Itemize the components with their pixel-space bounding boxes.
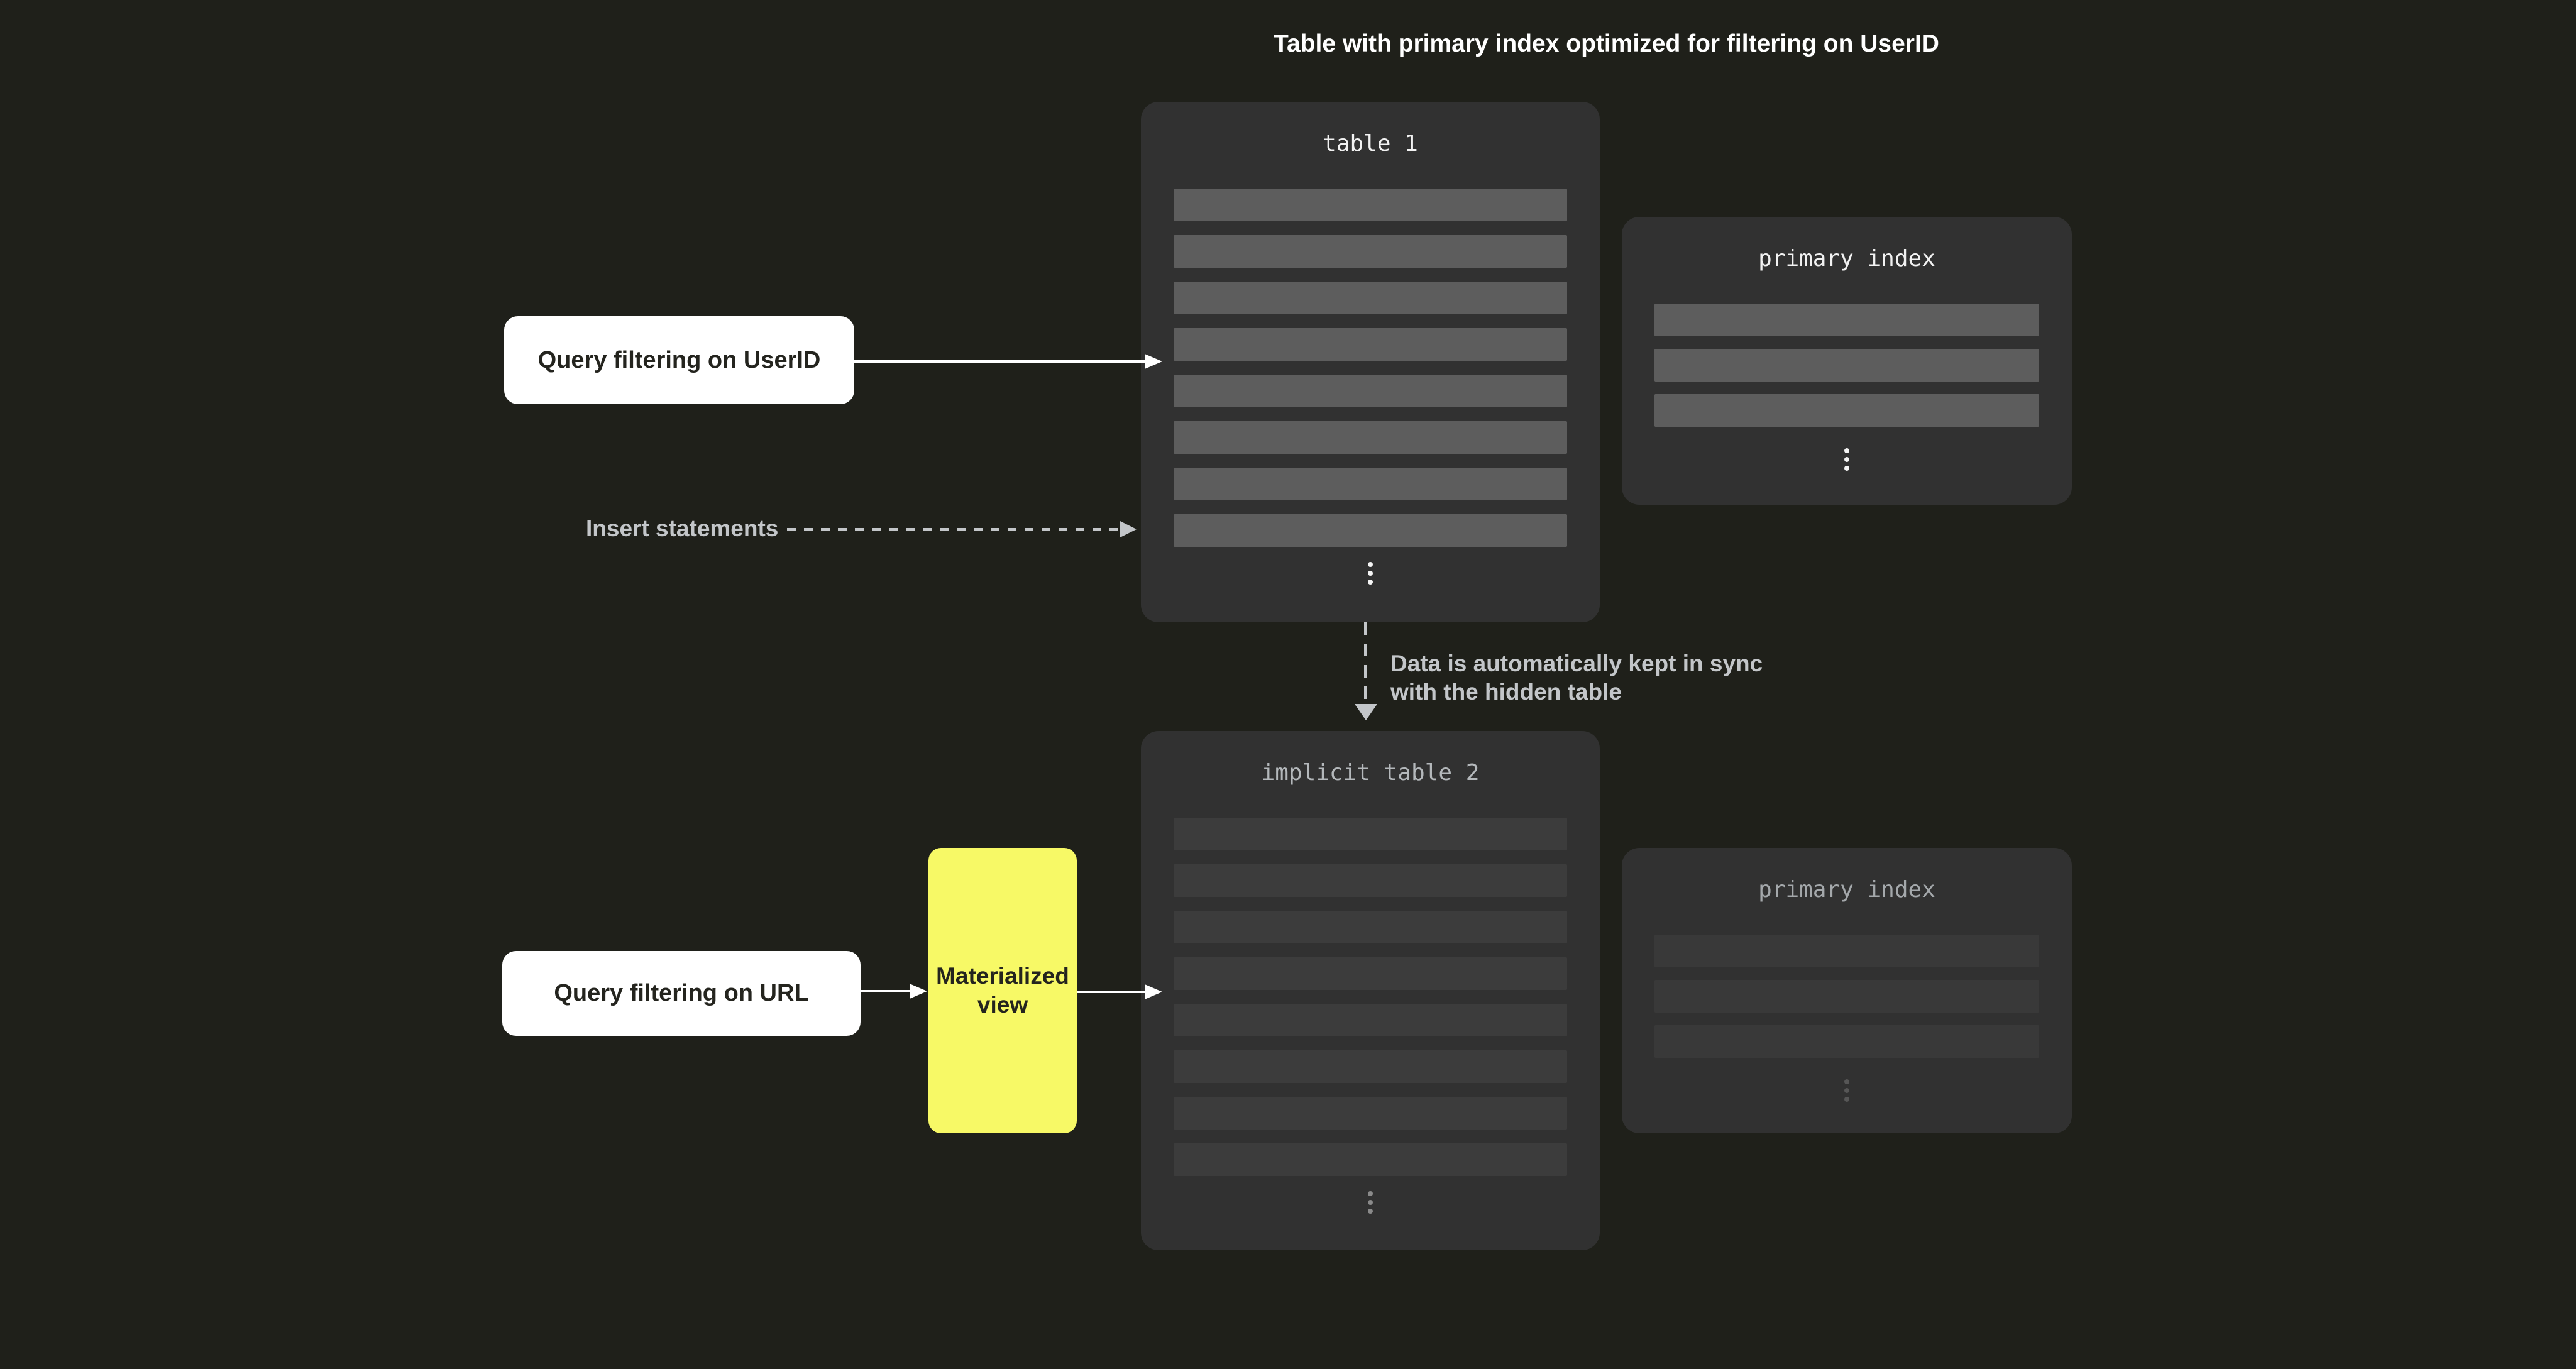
table-row [1174,235,1567,268]
table2-ellipsis-icon [1141,1191,1600,1214]
insert-statements-arrowhead-icon [1120,521,1137,537]
query-url-arrow-line [861,990,910,992]
table-row [1174,328,1567,361]
table-row [1174,421,1567,454]
primary-index-top-rows [1654,304,2039,427]
primary-index-top-panel: primary index [1622,217,2072,505]
insert-statements-label: Insert statements [586,515,779,541]
table-row [1174,514,1567,547]
top-caption: Table with primary index optimized for f… [1274,30,1939,57]
primary-index-bottom-title: primary index [1758,877,1935,903]
materialized-view-arrow-line [1077,991,1145,993]
table-row [1174,1050,1567,1083]
table-row [1654,394,2039,427]
sync-dashed-arrow-line [1364,622,1367,705]
table-row [1174,282,1567,314]
materialized-view-label-line2: view [977,992,1028,1018]
materialized-view-label-line1: Materialized [936,963,1069,989]
table-row [1174,1004,1567,1036]
table-row [1174,911,1567,943]
table-row [1174,818,1567,850]
table2-rows [1174,818,1567,1176]
table2-panel: implicit table 2 [1141,731,1600,1250]
materialized-view-arrowhead-icon [1145,984,1162,999]
primary-index-top-title: primary index [1758,246,1935,272]
primary-index-top-ellipsis-icon [1622,448,2072,471]
table-row [1654,980,2039,1013]
table2-title: implicit table 2 [1261,760,1480,786]
query-url-pill: Query filtering on URL [502,951,861,1036]
query-url-arrowhead-icon [910,984,927,999]
table-row [1174,375,1567,407]
table-row [1174,957,1567,990]
table-row [1174,864,1567,897]
table1-rows [1174,189,1567,547]
table-row [1174,1143,1567,1176]
table-row [1174,1097,1567,1130]
table-row [1654,304,2039,336]
sync-arrowhead-icon [1355,704,1377,720]
primary-index-bottom-ellipsis-icon [1622,1079,2072,1102]
primary-index-bottom-rows [1654,935,2039,1058]
table1-title: table 1 [1323,131,1418,157]
table-row [1174,468,1567,500]
query-userid-arrowhead-icon [1145,354,1162,369]
table-row [1654,1025,2039,1058]
materialized-view-box: Materialized view [928,848,1077,1133]
table1-ellipsis-icon [1141,562,1600,585]
sync-note-line1: Data is automatically kept in sync [1390,651,1763,676]
table-row [1174,189,1567,221]
query-userid-arrow-line [854,360,1145,363]
table1-panel: table 1 [1141,102,1600,622]
table-row [1654,935,2039,967]
table-row [1654,349,2039,382]
primary-index-bottom-panel: primary index [1622,848,2072,1133]
query-userid-pill: Query filtering on UserID [504,316,854,404]
insert-statements-dashed-arrow-line [787,528,1121,531]
sync-note: Data is automatically kept in sync with … [1390,649,1763,706]
sync-note-line2: with the hidden table [1390,679,1622,705]
